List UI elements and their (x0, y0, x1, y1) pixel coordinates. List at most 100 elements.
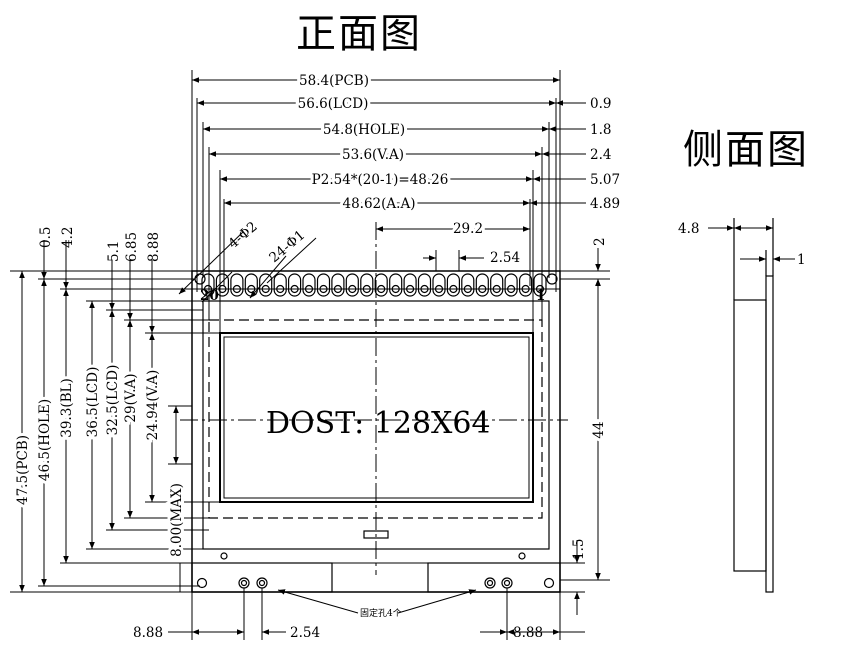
pin-hole (406, 284, 415, 294)
pin-pad (230, 273, 244, 297)
dim-aa-height: 24.94(V.A) (145, 370, 161, 441)
dim-1-5: 1.5 (571, 539, 587, 560)
pin-hole (362, 284, 371, 294)
pin-hole (391, 284, 400, 294)
left-extension-lines (10, 270, 220, 593)
pin-pad (403, 273, 417, 297)
dim-5-07: 5.07 (590, 172, 620, 188)
dim-0-9: 0.9 (590, 96, 611, 112)
pin-hole (276, 284, 285, 294)
left-dimension-lines (19, 240, 179, 592)
dim-2: 2 (592, 237, 608, 246)
side-pcb (765, 275, 774, 593)
pin-hole (420, 284, 429, 294)
pin-hole (434, 284, 444, 294)
dim-0-5: 0.5 (38, 227, 54, 248)
dim-lcd-height: 36.5(LCD) (85, 367, 101, 438)
left-dimension-labels: 0.5 4.2 5.1 6.85 8.88 47.5(PCB) 47.5(PCB… (12, 227, 188, 560)
pin-pad (432, 273, 446, 297)
pin-hole (261, 284, 270, 294)
svg-text:36.5(LCD): 36.5(LCD) (85, 367, 101, 438)
svg-text:8.00(MAX): 8.00(MAX) (169, 483, 185, 557)
dim-hole-height: 46.5(HOLE) (37, 399, 53, 481)
right-dimension-lines (560, 248, 610, 615)
mount-note: 固定孔4个 (360, 607, 402, 619)
dim-6-85: 6.85 (124, 232, 140, 262)
dim-pin-hole: 24-Φ1 (266, 227, 308, 266)
dim-pin-pitch-total: P2.54*(20-1)=48.26 (312, 172, 449, 188)
dim-29-2: 29.2 (453, 221, 483, 237)
pin-pad (533, 273, 547, 297)
svg-text:53.6(V.A): 53.6(V.A) (342, 147, 404, 163)
dim-pcb-width: 58.4(PCB) (299, 73, 369, 89)
svg-text:47.5(PCB): 47.5(PCB) (15, 435, 31, 505)
front-view-title: 正面图 (296, 11, 422, 57)
pin-hole (377, 284, 386, 294)
bottom-dimension-lines (168, 588, 585, 640)
dim-max-thickness: 8.00(MAX) (169, 483, 185, 557)
pin-hole (535, 284, 545, 294)
side-view-title: 侧面图 (683, 127, 809, 173)
pin-hole (348, 284, 357, 294)
pin-hole (304, 284, 314, 294)
dim-va-width: 53.6(V.A) (342, 147, 404, 163)
pin-pad (288, 273, 302, 297)
pin-pad (374, 273, 388, 297)
pin-hole (507, 284, 516, 294)
pin-hole (319, 284, 328, 294)
svg-text:46.5(HOLE): 46.5(HOLE) (37, 399, 53, 481)
pin-pad (316, 273, 331, 297)
dim-bottom-left: 8.88 (133, 625, 163, 641)
dim-va-height: 29(V.A) (123, 373, 139, 422)
pin-pad (345, 273, 359, 297)
top-dimension-labels: 58.4(PCB) 58.4(PCB) 56.6(LCD) 56.6(LCD) … (225, 70, 620, 266)
pin-pad (389, 273, 403, 297)
pin-hole (521, 284, 530, 294)
pin-pad (446, 273, 460, 297)
dim-bottom-pitch: 2.54 (290, 625, 320, 641)
svg-text:58.4(PCB): 58.4(PCB) (299, 73, 369, 89)
dim-1-8: 1.8 (590, 122, 611, 138)
right-dimension-labels: 2 44 44 1.5 (571, 237, 610, 560)
pin-pad (259, 273, 273, 297)
bottom-tabs (191, 530, 561, 593)
pin-hole (492, 284, 501, 294)
pin-hole (290, 284, 299, 294)
pin-hole (232, 284, 241, 294)
svg-text:44: 44 (591, 421, 607, 438)
svg-text:54.8(HOLE): 54.8(HOLE) (323, 122, 405, 138)
pin-pad (417, 273, 432, 297)
pin-hole (478, 284, 487, 294)
pin-hole (463, 284, 472, 294)
bottom-dimension-labels: 8.88 2.54 8.88 固定孔4个 (133, 607, 543, 641)
dim-bl-height: 39.3(BL) (59, 378, 75, 437)
pin-pad (504, 273, 518, 297)
top-dimension-lines (192, 77, 586, 271)
svg-text:24.94(V.A): 24.94(V.A) (145, 370, 161, 441)
pin-hole (449, 284, 458, 294)
dim-aa-width: 48.62(A.A) (343, 196, 416, 212)
dim-pin-pitch: 2.54 (490, 250, 520, 266)
dim-8-88: 8.88 (146, 232, 162, 262)
lcd-model-text: DOST: 128X64 (266, 406, 491, 441)
pin-pad (215, 273, 229, 297)
pin-label-1: 1 (536, 288, 545, 304)
pin-hole (203, 284, 213, 294)
pin-pad (461, 273, 475, 297)
svg-text:P2.54*(20-1)=48.26: P2.54*(20-1)=48.26 (312, 172, 449, 188)
pin-pad (302, 273, 316, 297)
dim-4-89: 4.89 (590, 196, 620, 212)
pin-hole (333, 284, 342, 294)
svg-text:32.5(LCD): 32.5(LCD) (105, 365, 121, 436)
dim-lcd-width: 56.6(LCD) (298, 96, 369, 112)
svg-text:48.62(A.A): 48.62(A.A) (343, 196, 416, 212)
svg-text:56.6(LCD): 56.6(LCD) (298, 96, 369, 112)
dim-4-2: 4.2 (60, 227, 76, 248)
svg-text:29(V.A): 29(V.A) (123, 373, 139, 422)
pin-pad (331, 273, 345, 297)
pin-hole (218, 284, 227, 294)
dim-side-pcb: 1 (797, 252, 806, 268)
pin-pad (360, 273, 374, 297)
pin-pad (273, 273, 287, 297)
